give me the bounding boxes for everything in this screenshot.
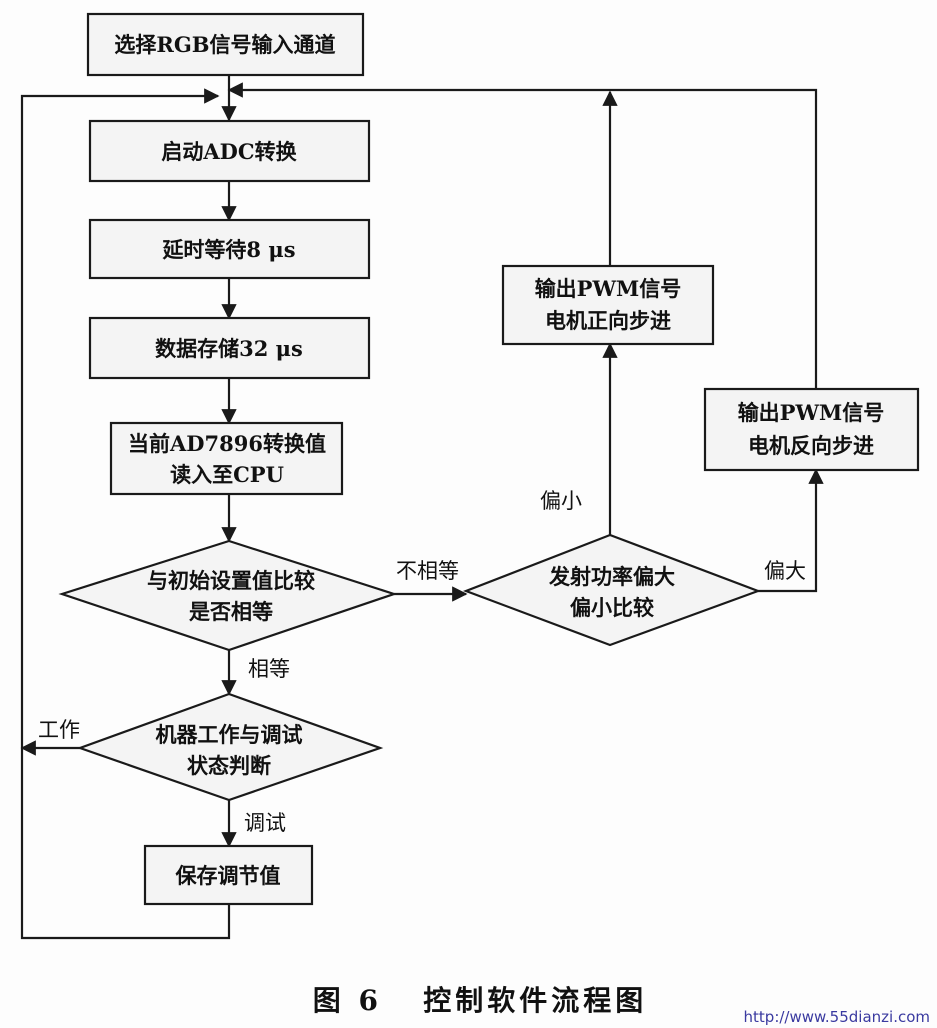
box-delay-wait: 延时等待8 μs: [88, 218, 371, 280]
box-read-value-text-1: 当前AD7896转换值: [128, 431, 326, 456]
box-select-channel: 选择RGB信号输入通道: [86, 12, 365, 77]
edge-save-loop: [20, 88, 231, 940]
box-read-value-text-2: 读入至CPU: [170, 462, 284, 487]
box-delay-wait-text: 延时等待8 μs: [161, 237, 295, 262]
diamond-compare-text-2: 是否相等: [189, 599, 273, 624]
edge-label-not-equal: 不相等: [396, 559, 459, 583]
box-start-adc: 启动ADC转换: [88, 119, 371, 183]
edge-power-to-reverse: [758, 468, 824, 593]
edge-label-too-large: 偏大: [764, 559, 806, 583]
diamond-state-judge-text-1: 机器工作与调试: [156, 722, 303, 747]
box-pwm-forward: 输出PWM信号 电机正向步进: [501, 264, 715, 346]
box-select-channel-text: 选择RGB信号输入通道: [114, 32, 335, 57]
watermark-url: http://www.55dianzi.com: [744, 1008, 930, 1026]
diamond-power-compare-text-2: 偏小比较: [570, 595, 654, 620]
connectors: [20, 75, 824, 940]
diamond-compare: 与初始设置值比较 是否相等: [58, 539, 398, 652]
box-save-value: 保存调节值: [143, 844, 314, 906]
box-pwm-reverse-text-1: 输出PWM信号: [738, 400, 885, 425]
diamond-power-compare: 发射功率偏大 偏小比较: [462, 533, 762, 647]
diamond-state-judge-text-2: 状态判断: [187, 753, 271, 778]
diamond-compare-text-1: 与初始设置值比较: [147, 568, 315, 593]
box-pwm-reverse: 输出PWM信号 电机反向步进: [703, 387, 920, 472]
edge-label-equal: 相等: [248, 657, 290, 681]
diamond-power-compare-text-1: 发射功率偏大: [548, 564, 675, 589]
box-start-adc-text: 启动ADC转换: [161, 139, 297, 164]
box-pwm-reverse-text-2: 电机反向步进: [748, 433, 874, 458]
box-data-store-text: 数据存储32 μs: [155, 336, 303, 361]
box-data-store: 数据存储32 μs: [88, 316, 371, 380]
edge-reverse-return: [227, 82, 818, 389]
box-save-value-text: 保存调节值: [175, 863, 281, 888]
box-read-value: 当前AD7896转换值 读入至CPU: [109, 421, 344, 496]
edge-label-debug: 调试: [244, 811, 286, 835]
box-pwm-forward-text-1: 输出PWM信号: [535, 276, 682, 301]
figure-caption: 图 6 控制软件流程图: [313, 984, 647, 1017]
edge-label-too-small: 偏小: [540, 489, 582, 513]
edge-label-work: 工作: [38, 718, 80, 742]
box-pwm-forward-text-2: 电机正向步进: [545, 308, 671, 333]
diamond-state-judge: 机器工作与调试 状态判断: [76, 692, 384, 802]
